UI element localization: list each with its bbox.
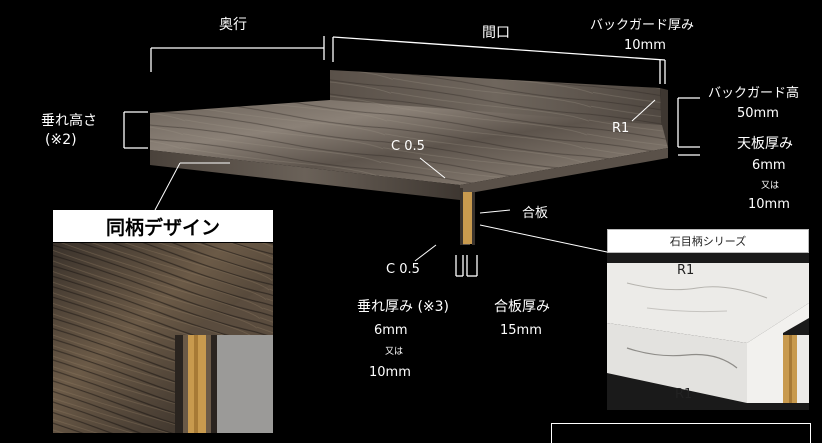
- droop-height-label: 垂れ高さ: [41, 113, 97, 129]
- droop-thickness-value-2: 10mm: [369, 365, 411, 380]
- width-dimension: [332, 36, 666, 84]
- right-edge: [460, 148, 668, 245]
- r1-label: R1: [612, 121, 630, 136]
- thickness-ticks: [455, 255, 478, 277]
- stone-r1-bottom-label: R1: [675, 387, 693, 402]
- backguard-height-label: バックガード高: [708, 86, 800, 101]
- top-thickness-value-2: 10mm: [748, 197, 790, 212]
- droop-height-note: (※2): [45, 132, 77, 148]
- droop-thickness-or: 又は: [385, 347, 404, 357]
- depth-dimension: [150, 36, 325, 72]
- plywood-thickness-label: 合板厚み: [494, 299, 550, 315]
- leader-lines: [154, 99, 656, 262]
- backguard-height-value: 50mm: [737, 106, 779, 121]
- plywood-section: [463, 192, 472, 244]
- chamfer-bottom-label: C 0.5: [386, 262, 420, 277]
- droop-height-dimension: [123, 111, 148, 149]
- droop-thickness-label: 垂れ厚み (※3): [357, 299, 450, 315]
- chamfer-top-label: C 0.5: [391, 139, 425, 154]
- backguard-height-dimension: [677, 97, 700, 156]
- same-pattern-closeup: [53, 243, 273, 433]
- stone-series-title: 石目柄シリーズ: [607, 229, 809, 253]
- backguard-thickness-label: バックガード厚み: [590, 18, 695, 33]
- stone-series-image: R1 R1: [607, 253, 809, 410]
- top-thickness-value-1: 6mm: [752, 158, 786, 173]
- bottom-frame: [551, 423, 811, 443]
- top-thickness-or: 又は: [761, 181, 780, 191]
- stone-r1-top-label: R1: [677, 263, 695, 278]
- countertop-diagram: [123, 36, 700, 277]
- stone-series-box: 石目柄シリーズ R1 R1: [607, 229, 809, 410]
- width-label: 間口: [482, 25, 510, 41]
- plywood-thickness-value: 15mm: [500, 323, 542, 338]
- same-pattern-title: 同柄デザイン: [53, 210, 273, 242]
- plywood-label: 合板: [522, 206, 549, 221]
- backguard-thickness-value: 10mm: [624, 38, 666, 53]
- depth-label: 奥行: [219, 17, 247, 33]
- top-thickness-label: 天板厚み: [737, 136, 793, 152]
- droop-thickness-value-1: 6mm: [374, 323, 408, 338]
